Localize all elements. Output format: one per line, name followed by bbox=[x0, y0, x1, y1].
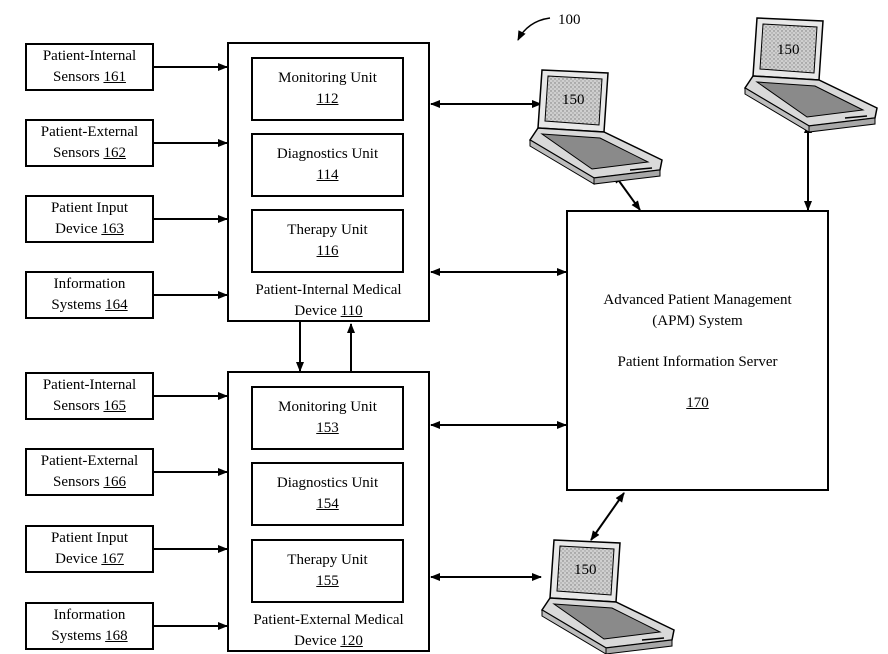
laptop-computer-icon-1 bbox=[530, 70, 662, 184]
laptop-label-3: 150 bbox=[574, 562, 597, 579]
laptop-label-1: 150 bbox=[562, 92, 585, 109]
laptop-computer-icon-2 bbox=[745, 18, 877, 132]
laptop-computer-icon-3 bbox=[542, 540, 674, 654]
laptop-label-2: 150 bbox=[777, 42, 800, 59]
